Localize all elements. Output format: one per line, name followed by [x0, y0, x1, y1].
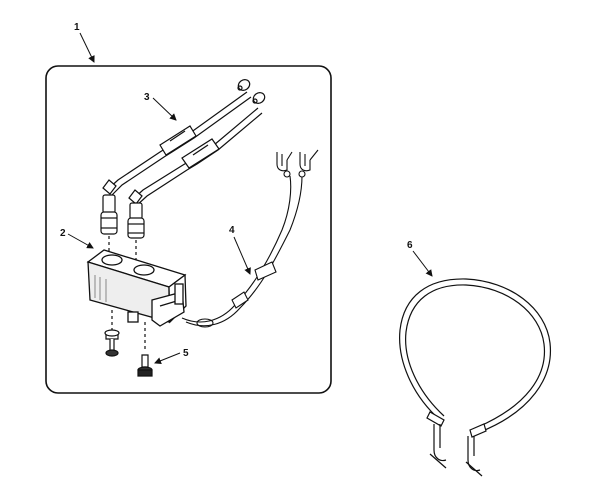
- coupling-block: [86, 249, 187, 327]
- callout-6: 6: [407, 240, 413, 251]
- assembly-frame: [45, 65, 332, 394]
- antenna-rods: [100, 79, 266, 262]
- callout-1: 1: [74, 22, 80, 33]
- loop-cable: [399, 278, 552, 477]
- callout-4: 4: [229, 225, 235, 236]
- callout-5: 5: [183, 348, 189, 359]
- callout-3: 3: [144, 92, 150, 103]
- callouts: 1 3 2 4 5 6: [60, 22, 433, 365]
- screws: [104, 310, 153, 377]
- lead-wire: [181, 149, 319, 328]
- callout-2: 2: [60, 228, 66, 239]
